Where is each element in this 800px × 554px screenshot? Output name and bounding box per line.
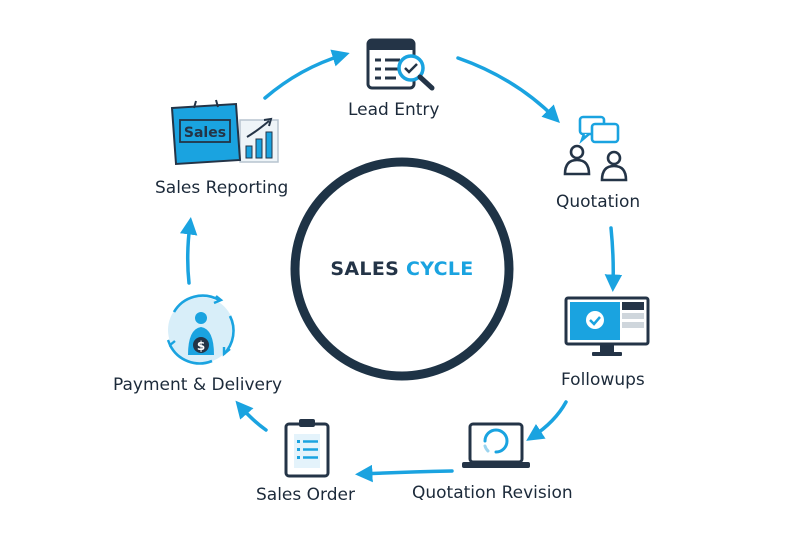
- arrow-order-to-payment: [235, 400, 268, 432]
- dollar-sign: $: [197, 339, 205, 353]
- step-label-payment-delivery: Payment & Delivery: [113, 375, 283, 395]
- arrow-quotation-to-followups: [604, 226, 623, 292]
- cycle-arrows: [179, 49, 623, 483]
- step-label-quotation: Quotation: [556, 192, 641, 212]
- step-label-quotation-revision: Quotation Revision: [412, 483, 573, 503]
- arrow-followups-to-revision: [526, 400, 568, 441]
- chat-people-icon: [563, 115, 628, 182]
- step-label-lead-entry: Lead Entry: [348, 100, 440, 120]
- center-title-word2: CYCLE: [406, 258, 474, 280]
- document-search-icon: [366, 38, 435, 91]
- money-person-cycle-icon: $: [166, 294, 235, 365]
- step-label-followups: Followups: [561, 370, 645, 390]
- laptop-loading-icon: [462, 422, 530, 468]
- arrow-payment-to-reporting: [179, 217, 198, 285]
- center-ring: [290, 157, 514, 381]
- arrow-reporting-to-lead: [263, 49, 350, 100]
- monitor-check-icon: [564, 296, 650, 356]
- sales-sign-text: Sales: [184, 125, 226, 141]
- arrow-revision-to-order: [355, 464, 454, 483]
- center-title: SALES CYCLE: [290, 258, 514, 280]
- center-title-word1: SALES: [330, 258, 400, 280]
- clipboard-list-icon: [284, 419, 330, 478]
- sales-chart-icon: Sales: [170, 99, 279, 166]
- step-label-sales-reporting: Sales Reporting: [155, 178, 289, 198]
- step-label-sales-order: Sales Order: [256, 485, 355, 505]
- arrow-lead-to-quotation: [456, 56, 560, 123]
